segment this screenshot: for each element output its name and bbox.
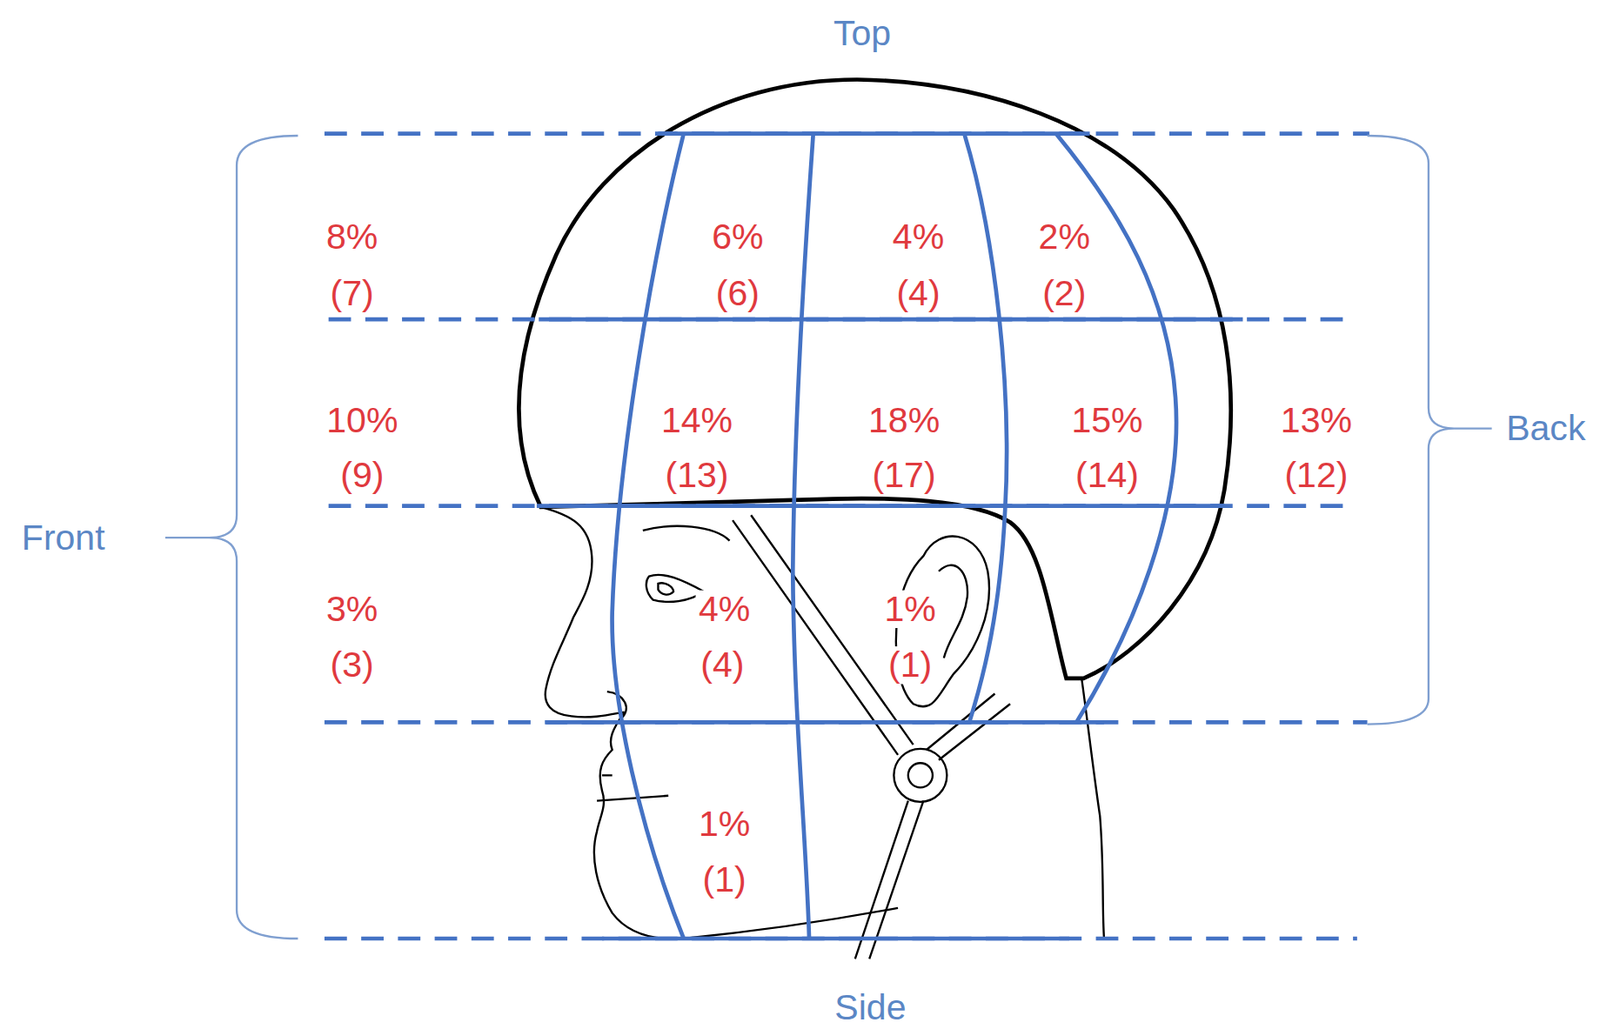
callout-number: (13)	[662, 456, 732, 495]
callout-number: (6)	[712, 274, 763, 313]
front-bracket	[165, 135, 298, 939]
meridian-lines	[612, 133, 1177, 939]
side-label: Front	[18, 519, 108, 557]
dashed-levels	[324, 133, 1370, 939]
side-label: Back	[1503, 409, 1589, 448]
percentage-label: 13%	[1277, 401, 1355, 440]
side-label: Side	[831, 989, 910, 1027]
percentage-label: 6%	[709, 218, 767, 256]
percentage-label: 2%	[1035, 218, 1093, 256]
solid-levels	[536, 133, 1244, 939]
brow	[642, 526, 730, 542]
strap-buckle-inner	[908, 763, 933, 788]
back-bracket	[1367, 135, 1493, 725]
percentage-label: 1%	[881, 590, 939, 629]
grid-lines	[324, 133, 1370, 939]
callout-number: (12)	[1281, 456, 1352, 495]
helmet-outline	[518, 79, 1231, 678]
callout-number: (2)	[1039, 274, 1090, 313]
percentage-label: 8%	[322, 218, 381, 256]
callout-number: (4)	[893, 274, 944, 313]
callout-number: (17)	[869, 456, 939, 495]
percentage-label: 1%	[696, 805, 754, 844]
percentage-label: 3%	[322, 590, 381, 629]
callout-number: (9)	[337, 456, 388, 495]
percentage-label: 14%	[657, 401, 736, 440]
neck	[1081, 678, 1105, 939]
percentage-label: 10%	[323, 401, 402, 440]
callout-number: (7)	[327, 274, 377, 313]
percentage-label: 4%	[889, 218, 947, 256]
callout-number: (1)	[885, 646, 936, 684]
callout-number: (14)	[1071, 456, 1142, 495]
percentage-label: 18%	[864, 401, 943, 440]
chin-strap	[732, 515, 1011, 959]
callout-number: (3)	[327, 646, 377, 684]
side-label: Top	[830, 14, 894, 53]
strap-buckle	[893, 749, 947, 803]
callout-number: (4)	[697, 646, 748, 684]
callout-number: (1)	[699, 860, 750, 898]
percentage-label: 15%	[1068, 401, 1146, 440]
percentage-label: 4%	[696, 590, 754, 629]
brackets	[165, 135, 1493, 939]
